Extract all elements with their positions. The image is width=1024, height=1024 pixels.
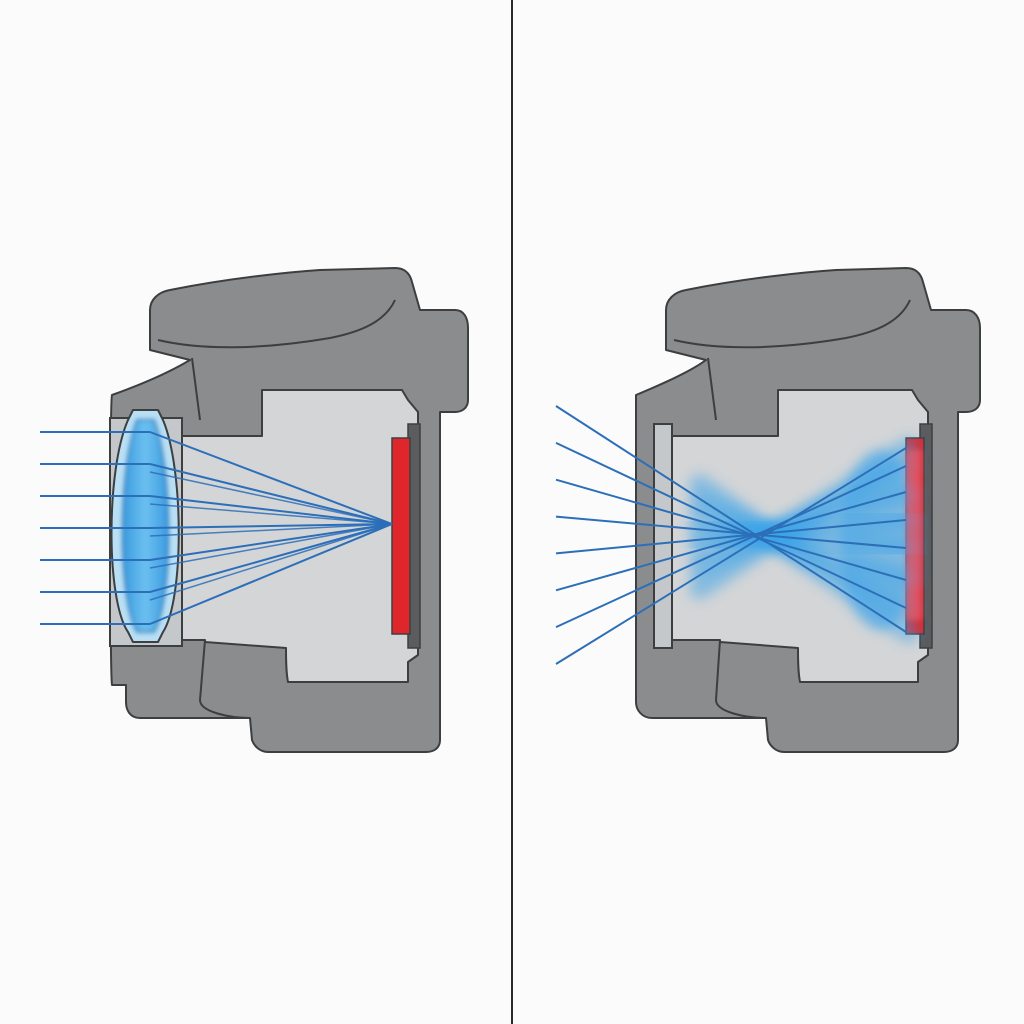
camera-top-contour [157,299,396,349]
camera-grip-contour [191,357,201,421]
camera-bottom-contour [714,639,767,719]
refracted-ray [149,523,393,569]
refracted-ray [149,523,393,625]
refracted-ray [149,495,393,525]
image-sensor [391,437,411,635]
refracted-ray [149,463,393,525]
unfocused-ray [555,515,907,549]
refracted-ray [149,431,393,525]
unfocused-ray [555,491,907,592]
camera-top-contour [673,299,911,349]
camera-grip-contour [707,357,717,421]
sensor-blur-tint [906,450,922,620]
diverging-light-rays [555,405,907,665]
convex-lens [110,409,180,643]
camera-with-lens [40,267,469,753]
unfocused-ray [555,405,907,633]
refracted-ray [149,523,393,601]
unfocused-ray [555,441,907,609]
unfocused-ray [555,478,907,581]
refracted-ray [149,503,393,525]
converging-light-rays [40,431,393,625]
unfocused-ray [555,465,907,629]
empty-lens-mount [653,423,673,649]
refracted-ray [149,523,393,593]
refracted-ray [149,471,393,525]
sensor-blur-spot [840,450,920,630]
unfocused-ray [555,447,907,665]
refracted-ray [149,523,393,529]
camera-bottom-contour [198,639,251,719]
refracted-ray [149,523,393,537]
unfocused-ray [555,519,907,555]
camera-without-lens [555,267,981,753]
refracted-ray [149,523,393,561]
